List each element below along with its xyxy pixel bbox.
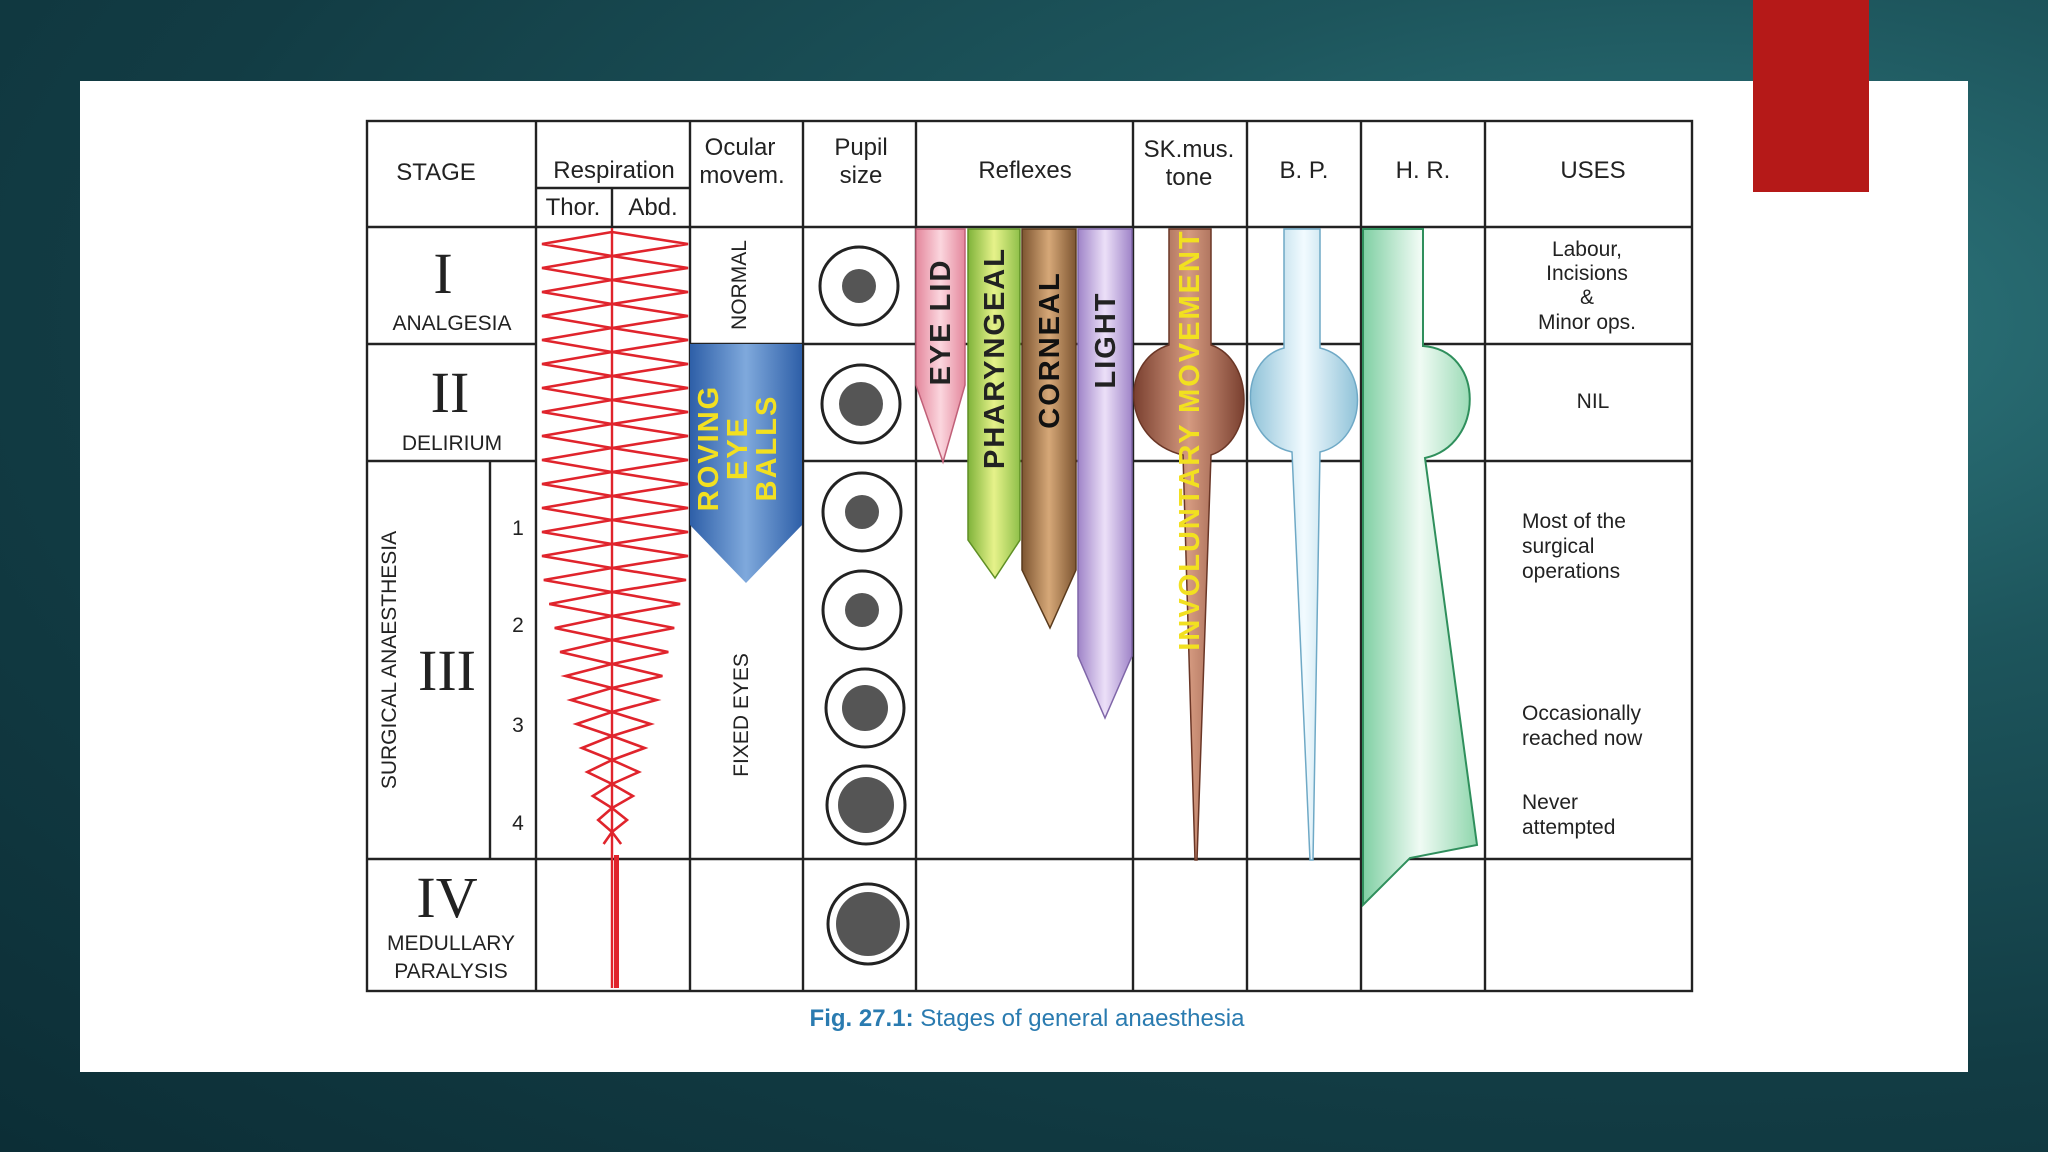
pupil-stage-2-icon [820,363,902,445]
pupil-plane-4-icon [825,764,907,846]
roving-eye-balls-shape [690,344,802,583]
header-skmus-line2: tone [1166,164,1213,191]
stage-4-numeral: IV [416,865,477,930]
header-ocular-line2: movem. [699,162,784,189]
plane-4-label: 4 [512,812,524,835]
uses-stage-1-line2: Incisions [1546,262,1628,285]
header-respiration: Respiration [553,157,674,184]
pupil-stage-1-icon [818,245,900,327]
header-reflexes: Reflexes [978,157,1071,184]
pupil-plane-1-icon [821,471,903,553]
roving-label-line3: BALLS [751,395,783,502]
uses-plane-3-line1: Occasionally [1522,702,1642,725]
stage-3-name: SURGICAL ANAESTHESIA [378,531,401,789]
reflex-eye-lid-label: EYE LID [925,259,957,386]
ocular-normal-label: NORMAL [728,240,751,330]
uses-plane-3-line2: reached now [1522,727,1643,750]
pupil-plane-2-icon [821,569,903,651]
stage-3-numeral: III [418,638,476,703]
reflex-corneal-bar [1021,228,1077,630]
header-uses: USES [1560,157,1625,184]
uses-plane-1-line3: operations [1522,560,1620,583]
uses-stage-1-line3: & [1580,286,1594,309]
pupil-size-column [818,245,910,966]
header-stage: STAGE [396,159,476,186]
reflex-corneal-label: CORNEAL [1034,271,1066,428]
figure-caption-prefix: Fig. 27.1: [810,1005,914,1032]
reflex-light-bar [1077,228,1133,720]
stage-2-name: DELIRIUM [402,432,502,455]
header-pupil-line2: size [840,162,883,189]
accent-bar [1753,0,1869,192]
header-bp: B. P. [1280,157,1329,184]
header-abd: Abd. [628,194,677,221]
header-ocular-line1: Ocular [705,134,776,161]
stage-1-name: ANALGESIA [392,312,511,335]
header-thor: Thor. [546,194,601,221]
figure-caption-text: Stages of general anaesthesia [920,1005,1245,1032]
muscle-tone-shape [1133,228,1245,861]
respiration-abdominal-wave [607,230,689,845]
stage-1-numeral: I [433,241,452,306]
reflex-eye-lid-bar [915,228,966,465]
header-hr: H. R. [1396,157,1451,184]
reflex-pharyngeal-bar [967,228,1021,580]
header-pupil-line1: Pupil [834,134,887,161]
stage-4-name-line1: MEDULLARY [387,932,515,955]
plane-1-label: 1 [512,517,524,540]
header-skmus-line1: SK.mus. [1144,136,1235,163]
figure-caption: Fig. 27.1: Stages of general anaesthesia [810,1005,1246,1032]
involuntary-movement-label: INVOLUNTARY MOVEMENT [1174,229,1206,650]
uses-plane-4-line1: Never [1522,791,1578,814]
uses-plane-4-line2: attempted [1522,816,1615,839]
ocular-fixed-label: FIXED EYES [730,653,753,777]
uses-stage-1-line1: Labour, [1552,238,1622,261]
reflex-pharyngeal-label: PHARYNGEAL [979,247,1011,469]
uses-plane-1-line2: surgical [1522,535,1594,558]
roving-label-line2: EYE [722,416,754,480]
stage-4-name-line2: PARALYSIS [394,960,508,983]
stage-2-numeral: II [431,360,470,425]
roving-label-line1: ROVING [693,385,725,511]
heart-rate-shape [1362,228,1479,908]
respiration-thoracic-wave [541,230,617,845]
blood-pressure-shape [1249,228,1359,861]
uses-stage-2: NIL [1577,390,1610,413]
respiration-flatline [614,855,619,988]
uses-stage-1-line4: Minor ops. [1538,311,1636,334]
uses-plane-1-line1: Most of the [1522,510,1626,533]
plane-3-label: 3 [512,714,524,737]
pupil-stage-4-icon [826,882,910,966]
pupil-plane-3-icon [824,667,906,749]
reflex-light-label: LIGHT [1090,292,1122,389]
plane-2-label: 2 [512,614,524,637]
